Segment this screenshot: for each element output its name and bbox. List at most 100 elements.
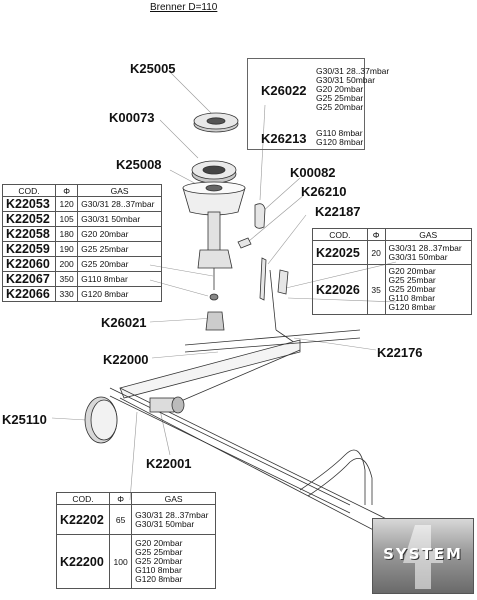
code-cell: K22053 <box>1 196 57 212</box>
phi-cell: 20 <box>366 240 386 265</box>
injector-code: K26022 <box>261 83 307 98</box>
phi-cell: 65 <box>109 504 133 535</box>
header-cod: COD. <box>1 184 57 197</box>
header-gas: GAS <box>384 228 472 241</box>
header-gas: GAS <box>77 184 162 197</box>
gas-entry: G110 8mbar <box>135 565 182 575</box>
phi-cell: 200 <box>55 256 79 272</box>
label-k22000: K22000 <box>103 352 149 367</box>
header-cod: COD. <box>312 228 368 241</box>
label-k00082: K00082 <box>290 165 336 180</box>
gas-cell: G30/31 28..37mbar G30/31 50mbar <box>131 504 216 535</box>
code-cell: K22200 <box>55 534 111 589</box>
table-row: K22200 100 G20 20mbar G25 25mbar G25 20m… <box>55 534 216 589</box>
injector-gas-list: G30/31 28..37mbar G30/31 50mbar G20 20mb… <box>316 67 389 112</box>
gas-entry: G30/31 28..37mbar <box>316 66 390 76</box>
injector-gas-list: G110 8mbar G120 8mbar <box>316 129 363 147</box>
phi-cell: 120 <box>55 196 79 212</box>
injector-code: K26213 <box>261 131 307 146</box>
bottom-parts-table: COD. Φ GAS K22202 65 G30/31 28..37mbar G… <box>55 492 216 589</box>
gas-entry: G30/31 28..37mbar <box>388 242 462 253</box>
gas-entry: G20 20mbar <box>316 84 364 94</box>
code-cell: K22067 <box>1 271 57 287</box>
gas-cell: G30/31 28..37mbar <box>77 196 162 212</box>
gas-entry: G30/31 50mbar <box>388 251 448 262</box>
header-phi: Φ <box>109 492 133 505</box>
gas-cell: G120 8mbar <box>77 286 162 302</box>
header-gas: GAS <box>131 492 216 505</box>
gas-entry: G20 20mbar <box>388 266 436 276</box>
table-row: K22202 65 G30/31 28..37mbar G30/31 50mba… <box>55 504 216 535</box>
phi-cell: 190 <box>55 241 79 257</box>
table-header-row: COD. Φ GAS <box>55 492 216 505</box>
phi-cell: 330 <box>55 286 79 302</box>
burner-base <box>197 211 233 331</box>
injector-box: K26022 G30/31 28..37mbar G30/31 50mbar G… <box>247 58 389 150</box>
code-cell: K22025 <box>312 240 368 265</box>
label-k25110: K25110 <box>2 412 47 427</box>
code-cell: K22059 <box>1 241 57 257</box>
table-row: K22026 35 G20 20mbar G25 25mbar G25 20mb… <box>312 264 472 315</box>
table-row: K22025 20 G30/31 28..37mbar G30/31 50mba… <box>312 240 472 265</box>
gas-entry: G25 20mbar <box>135 556 183 566</box>
gas-entry: G25 20mbar <box>388 284 436 294</box>
code-cell: K22060 <box>1 256 57 272</box>
phi-cell: 35 <box>366 264 386 315</box>
gas-entry: G30/31 50mbar <box>316 75 376 85</box>
gas-cell: G20 20mbar G25 25mbar G25 20mbar G110 8m… <box>384 264 472 315</box>
gas-cell: G30/31 28..37mbar G30/31 50mbar <box>384 240 472 265</box>
code-cell: K22058 <box>1 226 57 242</box>
gas-entry: G30/31 50mbar <box>135 518 195 529</box>
burner-cup <box>182 181 246 216</box>
phi-cell: 350 <box>55 271 79 287</box>
code-cell: K22026 <box>312 264 368 315</box>
burner-cap <box>193 112 239 133</box>
header-phi: Φ <box>55 184 79 197</box>
gas-entry: G120 8mbar <box>316 137 364 147</box>
gas-entry: G120 8mbar <box>135 574 183 584</box>
gas-cell: G30/31 50mbar <box>77 211 162 227</box>
code-cell: K22052 <box>1 211 57 227</box>
header-cod: COD. <box>55 492 111 505</box>
logo-text: SYSTEM <box>383 545 463 563</box>
gas-cell: G25 25mbar <box>77 241 162 257</box>
label-k25008: K25008 <box>116 157 162 172</box>
system-logo: SYSTEM <box>372 518 474 594</box>
gas-valve <box>149 396 185 414</box>
label-k25005: K25005 <box>130 61 176 76</box>
gas-entry: G110 8mbar <box>388 293 436 303</box>
control-knob <box>84 396 118 444</box>
label-k22176: K22176 <box>377 345 423 360</box>
right-parts-table: COD. Φ GAS K22025 20 G30/31 28..37mbar G… <box>312 228 472 315</box>
burner-head <box>191 160 237 184</box>
gas-entry: G110 8mbar <box>316 128 363 138</box>
header-phi: Φ <box>366 228 386 241</box>
page-title: Brenner D=110 <box>150 2 218 13</box>
phi-cell: 100 <box>109 534 133 589</box>
label-k22187: K22187 <box>315 204 361 219</box>
gas-entry: G25 20mbar <box>316 102 364 112</box>
table-header-row: COD. Φ GAS <box>1 184 162 197</box>
gas-entry: G120 8mbar <box>388 302 436 312</box>
logo-mark <box>403 525 443 589</box>
gas-entry: G25 25mbar <box>135 547 183 557</box>
gas-entry: G20 20mbar <box>135 538 183 548</box>
gas-entry: G30/31 28..37mbar <box>135 509 209 520</box>
label-k22001: K22001 <box>146 456 192 471</box>
gas-cell: G110 8mbar <box>77 271 162 287</box>
tube-frame <box>109 329 373 514</box>
phi-cell: 105 <box>55 211 79 227</box>
gas-cell: G25 20mbar <box>77 256 162 272</box>
code-cell: K22066 <box>1 286 57 302</box>
phi-cell: 180 <box>55 226 79 242</box>
thermocouple-parts <box>237 203 299 346</box>
gas-cell: G20 20mbar <box>77 226 162 242</box>
label-k00073: K00073 <box>109 110 155 125</box>
